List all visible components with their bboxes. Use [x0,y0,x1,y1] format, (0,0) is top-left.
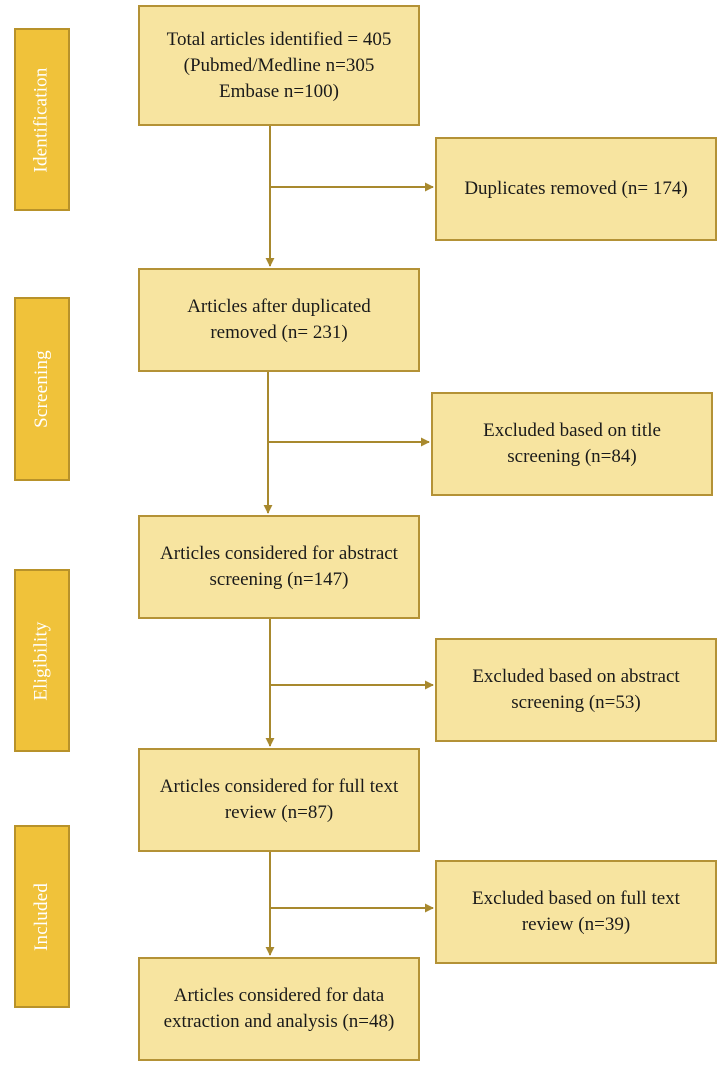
phase-screening: Screening [14,297,70,481]
phase-eligibility: Eligibility [14,569,70,752]
box-duplicates-removed: Duplicates removed (n= 174) [435,137,717,241]
box-total-identified-line-3: Embase n=100) [219,80,339,102]
box-data-extraction: Articles considered for data extraction … [138,957,420,1061]
box-abstract-excluded-line-1: Excluded based on abstract [472,666,680,687]
phase-identification-label: Identification [31,66,52,173]
box-after-duplicates-line-1: Articles after duplicated [187,296,371,317]
box-title-excluded: Excluded based on title screening (n=84) [431,392,713,496]
box-after-duplicates: Articles after duplicated removed (n= 23… [138,268,420,372]
box-abstract-screening-line-1: Articles considered for abstract [160,543,398,564]
phase-screening-label: Screening [31,350,52,428]
box-full-text-excluded-line-2: review (n=39) [521,914,631,935]
phase-included: Included [14,825,70,1008]
box-title-excluded-line-2: screening (n=84) [507,446,637,467]
box-full-text-excluded: Excluded based on full text review (n=39… [435,860,717,964]
box-total-identified-line-1: Total articles identified = 405 [166,28,392,50]
box-total-identified-line-2: (Pubmed/Medline n=305 [183,54,375,76]
box-total-identified: Total articles identified = 405 (Pubmed/… [138,5,420,126]
box-data-extraction-line-1: Articles considered for data [173,985,385,1006]
phase-identification: Identification [14,28,70,211]
box-duplicates-removed-line-1: Duplicates removed (n= 174) [464,178,688,199]
box-abstract-excluded: Excluded based on abstract screening (n=… [435,638,717,742]
box-full-text-review-line-1: Articles considered for full text [159,776,399,797]
box-abstract-excluded-line-2: screening (n=53) [511,692,641,713]
box-data-extraction-line-2: extraction and analysis (n=48) [163,1011,395,1032]
phase-included-label: Included [31,882,53,951]
box-full-text-review: Articles considered for full text review… [138,748,420,852]
box-title-excluded-line-1: Excluded based on title [483,420,661,441]
box-after-duplicates-line-2: removed (n= 231) [210,322,348,343]
box-full-text-excluded-line-1: Excluded based on full text [472,888,680,909]
phase-eligibility-label: Eligibility [31,620,53,701]
box-abstract-screening-line-2: screening (n=147) [209,569,349,590]
box-abstract-screening: Articles considered for abstract screeni… [138,515,420,619]
box-full-text-review-line-2: review (n=87) [224,802,334,823]
